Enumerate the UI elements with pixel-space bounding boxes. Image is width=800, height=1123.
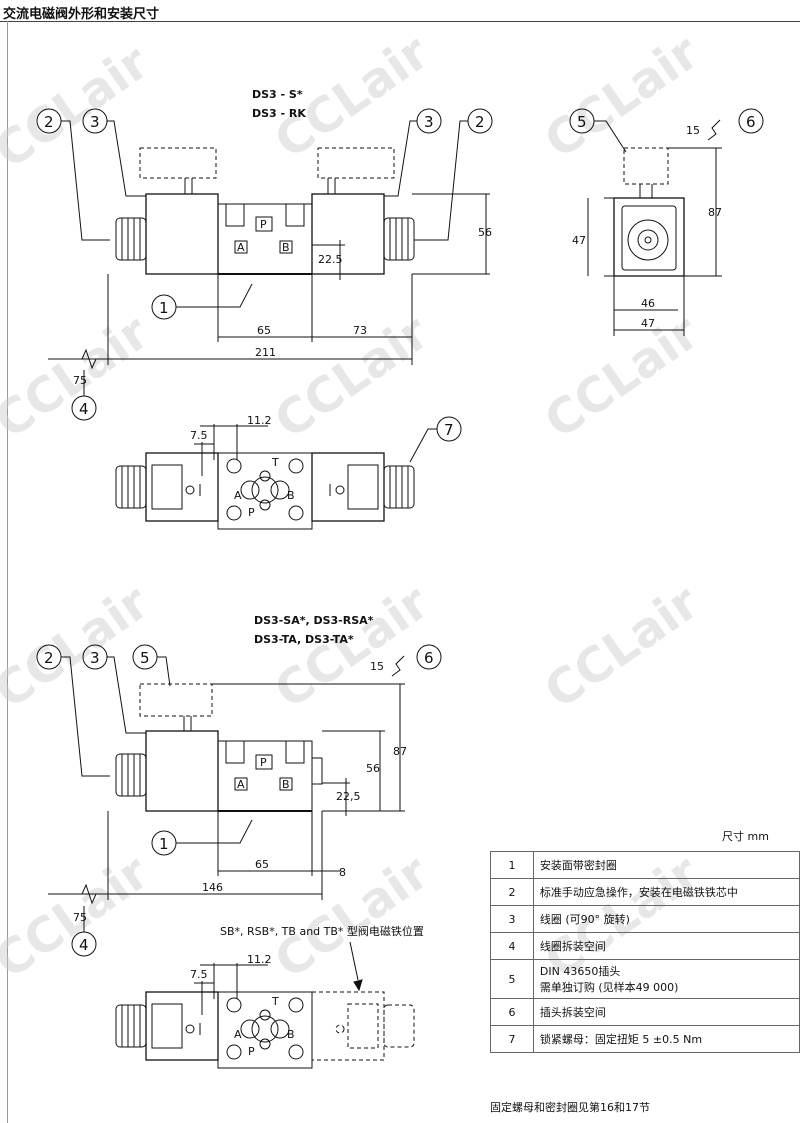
port-label: P	[260, 756, 267, 769]
callout-4: 4	[79, 936, 89, 954]
legend-description: 标准手动应急操作，安装在电磁铁铁芯中	[532, 878, 800, 906]
dimension-7-5: 7.5	[190, 429, 208, 442]
model-label: DS3 - RK	[252, 107, 306, 120]
model-label: DS3 - S*	[252, 88, 303, 101]
legend-description: 安装面带密封圈	[532, 851, 800, 879]
callout-2: 2	[44, 113, 54, 131]
front-view-single: DS3-SA*, DS3-RSA* DS3-TA, DS3-TA* P A B …	[36, 614, 442, 957]
callout-2: 2	[475, 113, 485, 131]
port-label: A	[234, 1028, 242, 1041]
page-title: 交流电磁阀外形和安装尺寸	[3, 7, 160, 22]
dimension-75: 75	[73, 374, 87, 387]
legend-number: 5	[490, 959, 534, 999]
table-row: 3 线圈 (可90° 旋转)	[490, 905, 800, 933]
watermark: CCLair	[535, 574, 710, 720]
port-label: B	[287, 1028, 295, 1041]
dimension-56: 56	[366, 762, 380, 775]
table-row: 5 DIN 43650插头需单独订购 (见样本49 000)	[490, 959, 800, 999]
legend-number: 2	[490, 878, 534, 906]
port-label: A	[234, 489, 242, 502]
watermark: CCLair	[0, 34, 159, 180]
port-label: T	[271, 456, 279, 469]
callout-3: 3	[90, 113, 100, 131]
callout-7: 7	[444, 421, 454, 439]
port-label: B	[282, 778, 290, 791]
table-row: 2 标准手动应急操作，安装在电磁铁铁芯中	[490, 878, 800, 906]
callout-4: 4	[79, 400, 89, 418]
callout-6: 6	[424, 649, 434, 667]
legend-description: 锁紧螺母：固定扭矩 5 ±0.5 Nm	[532, 1025, 800, 1053]
dimension-15: 15	[686, 124, 700, 137]
legend-number: 6	[490, 998, 534, 1026]
callout-5: 5	[577, 113, 587, 131]
table-row: 1 安装面带密封圈	[490, 851, 800, 879]
dimension-15: 15	[370, 660, 384, 673]
legend-description: 线圈拆装空间	[532, 932, 800, 960]
dimension-8: 8	[339, 866, 346, 879]
watermark: CCLair	[265, 574, 440, 720]
dimension-47: 47	[572, 234, 586, 247]
table-row: 6 插头拆装空间	[490, 998, 800, 1026]
legend-table: 1 安装面带密封圈 2 标准手动应急操作，安装在电磁铁铁芯中 3 线圈 (可90…	[490, 851, 800, 1053]
legend-description: 线圈 (可90° 旋转)	[532, 905, 800, 933]
port-label: B	[282, 241, 290, 254]
model-label: DS3-TA, DS3-TA*	[254, 633, 354, 646]
port-label: P	[248, 506, 255, 519]
callout-2: 2	[44, 649, 54, 667]
watermark: CCLair	[265, 844, 440, 990]
dimension-73: 73	[353, 324, 367, 337]
dimension-47: 47	[641, 317, 655, 330]
callout-5: 5	[140, 649, 150, 667]
dimension-146: 146	[202, 881, 223, 894]
dimension-211: 211	[255, 346, 276, 359]
port-label: T	[271, 995, 279, 1008]
callout-1: 1	[159, 299, 169, 317]
dimension-22-5: 22.5	[318, 253, 343, 266]
watermark: CCLair	[0, 574, 159, 720]
port-label: A	[237, 778, 245, 791]
callout-1: 1	[159, 835, 169, 853]
dimension-75: 75	[73, 911, 87, 924]
dimension-46: 46	[641, 297, 655, 310]
port-label: B	[287, 489, 295, 502]
top-view-double: T A B P 11.2 7.5 7	[115, 414, 462, 530]
callout-6: 6	[746, 113, 756, 131]
table-row: 7 锁紧螺母：固定扭矩 5 ±0.5 Nm	[490, 1025, 800, 1053]
dimension-11-2: 11.2	[247, 414, 272, 427]
side-view: 47 15 87 46 47 5 6	[569, 108, 764, 336]
legend-number: 1	[490, 851, 534, 879]
port-label: P	[248, 1045, 255, 1058]
port-label: P	[260, 218, 267, 231]
port-label: A	[237, 241, 245, 254]
position-caption: SB*, RSB*, TB and TB* 型阀电磁铁位置	[220, 924, 424, 938]
unit-label: 尺寸 mm	[722, 830, 769, 843]
callout-3: 3	[424, 113, 434, 131]
header-rule	[0, 21, 800, 22]
table-row: 4 线圈拆装空间	[490, 932, 800, 960]
footnote: 固定螺母和密封圈见第16和17节	[490, 1101, 650, 1114]
legend-number: 4	[490, 932, 534, 960]
dimension-65: 65	[257, 324, 271, 337]
watermark-group: CCLair CCLair CCLair CCLair CCLair CCLai…	[0, 24, 709, 990]
top-view-single: SB*, RSB*, TB and TB* 型阀电磁铁位置 T A B P	[115, 924, 424, 1069]
legend-description: DIN 43650插头需单独订购 (见样本49 000)	[532, 959, 800, 999]
callout-3: 3	[90, 649, 100, 667]
left-border	[7, 21, 8, 1123]
dimension-22-5: 22,5	[336, 790, 361, 803]
dimension-7-5: 7.5	[190, 968, 208, 981]
legend-number: 3	[490, 905, 534, 933]
dimension-87: 87	[708, 206, 722, 219]
model-label: DS3-SA*, DS3-RSA*	[254, 614, 374, 627]
front-view-double: DS3 - S* DS3 - RK P A B	[36, 88, 493, 421]
dimension-65: 65	[255, 858, 269, 871]
legend-number: 7	[490, 1025, 534, 1053]
watermark: CCLair	[535, 304, 710, 450]
dimension-87: 87	[393, 745, 407, 758]
dimension-56: 56	[478, 226, 492, 239]
legend-description: 插头拆装空间	[532, 998, 800, 1026]
dimension-11-2: 11.2	[247, 953, 272, 966]
